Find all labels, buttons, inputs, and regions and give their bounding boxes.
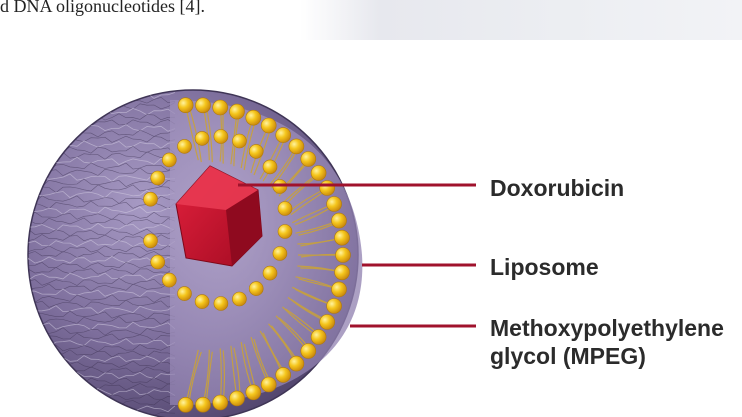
phospholipid-head <box>232 134 246 148</box>
phospholipid-head <box>301 152 316 167</box>
phospholipid-head <box>327 299 342 314</box>
phospholipid-head <box>178 139 192 153</box>
phospholipid-head <box>214 297 228 311</box>
phospholipid-head <box>230 391 245 406</box>
phospholipid-head <box>263 160 277 174</box>
phospholipid-head <box>311 330 326 345</box>
phospholipid-head <box>335 265 350 280</box>
phospholipid-head <box>195 131 209 145</box>
phospholipid-head <box>144 192 158 206</box>
phospholipid-head <box>335 230 350 245</box>
phospholipid-head <box>230 104 245 119</box>
label-liposome: Liposome <box>490 253 599 281</box>
phospholipid-head <box>178 287 192 301</box>
phospholipid-head <box>246 385 261 400</box>
label-mpeg-line1: Methoxypolyethylene <box>490 314 724 342</box>
phospholipid-head <box>276 367 291 382</box>
phospholipid-head <box>178 397 193 412</box>
phospholipid-head <box>196 98 211 113</box>
phospholipid-head <box>289 356 304 371</box>
phospholipid-head <box>246 110 261 125</box>
phospholipid-head <box>278 202 292 216</box>
phospholipid-head <box>249 282 263 296</box>
phospholipid-head <box>151 171 165 185</box>
label-mpeg-line2: glycol (MPEG) <box>490 342 724 370</box>
phospholipid-head <box>213 100 228 115</box>
phospholipid-head <box>311 166 326 181</box>
phospholipid-head <box>336 248 351 263</box>
phospholipid-head <box>276 128 291 143</box>
phospholipid-head <box>162 273 176 287</box>
phospholipid-head <box>261 377 276 392</box>
phospholipid-head <box>178 98 193 113</box>
phospholipid-head <box>320 315 335 330</box>
phospholipid-head <box>144 234 158 248</box>
phospholipid-head <box>327 197 342 212</box>
label-mpeg: Methoxypolyethylene glycol (MPEG) <box>490 314 724 370</box>
phospholipid-head <box>249 144 263 158</box>
label-doxorubicin: Doxorubicin <box>490 174 624 202</box>
phospholipid-head <box>195 295 209 309</box>
phospholipid-head <box>214 130 228 144</box>
phospholipid-head <box>162 153 176 167</box>
phospholipid-head <box>213 395 228 410</box>
phospholipid-head <box>332 282 347 297</box>
phospholipid-head <box>273 247 287 261</box>
phospholipid-head <box>263 266 277 280</box>
phospholipid-head <box>232 292 246 306</box>
phospholipid-head <box>151 255 165 269</box>
phospholipid-head <box>261 118 276 133</box>
phospholipid-head <box>301 344 316 359</box>
phospholipid-head <box>289 139 304 154</box>
phospholipid-head <box>196 397 211 412</box>
phospholipid-head <box>320 181 335 196</box>
phospholipid-head <box>278 225 292 239</box>
phospholipid-head <box>332 213 347 228</box>
